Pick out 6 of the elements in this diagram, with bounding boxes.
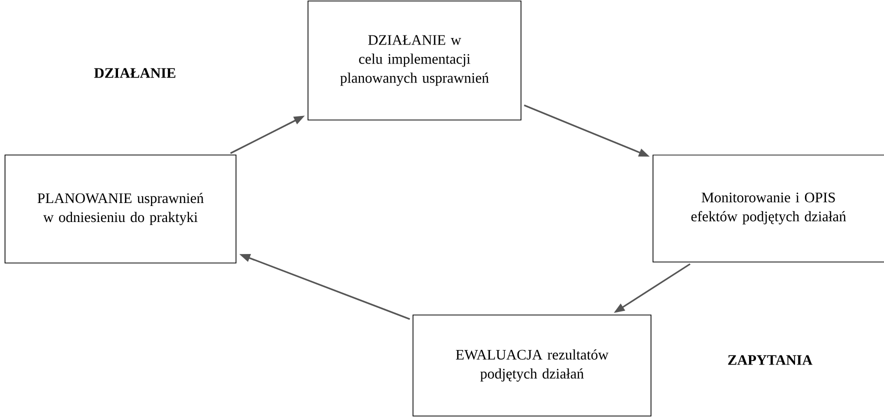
process-box: Monitorowanie i OPIS efektów podjętych działań [652,154,884,262]
phase-label: DZIAŁANIE [94,68,176,78]
process-box: PLANOWANIE usprawnień w odniesieniu do praktyki [4,154,236,264]
process-box: EWALUACJA rezultatów podjętych działań [412,314,652,416]
process-box: DZIAŁANIE w celu implementacji planowanych usprawnień [308,0,522,120]
phase-label: ZAPYTANIA [728,355,812,365]
